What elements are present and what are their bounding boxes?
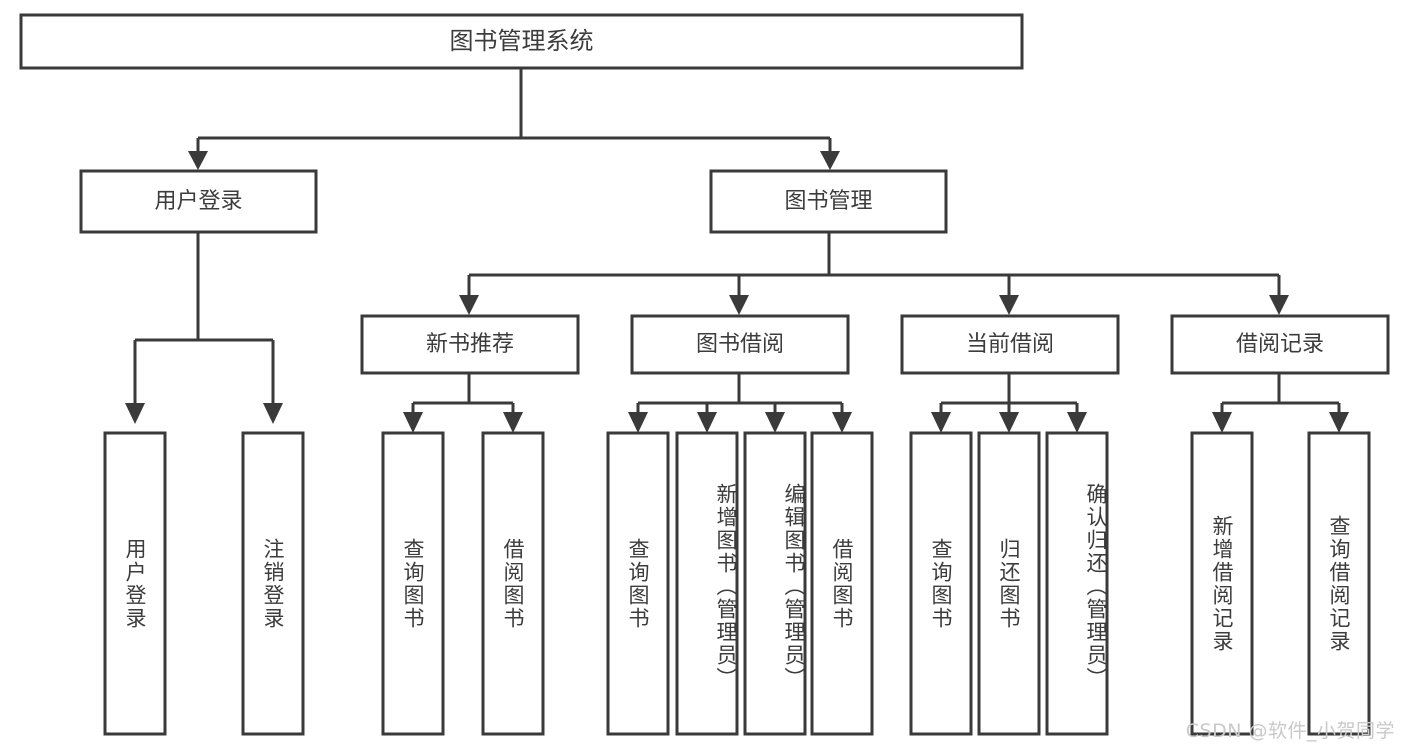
- node-box-book-management[interactable]: [709, 169, 948, 234]
- node-box-leaf-confirm-return[interactable]: [1045, 431, 1109, 736]
- node-box-leaf-query-record[interactable]: [1307, 431, 1371, 736]
- arrow-head-borrow-leaf4: [832, 412, 852, 433]
- node-box-leaf-query-book-1[interactable]: [381, 431, 445, 736]
- arrow-head-leaf-logout: [263, 403, 283, 424]
- arrow-head-borrow-leaf1: [628, 412, 648, 433]
- node-box-user-login[interactable]: [79, 169, 318, 234]
- arrow-head-new-book-recommend: [459, 295, 479, 315]
- node-box-leaf-query-book-2[interactable]: [606, 431, 670, 736]
- node-box-borrow-record[interactable]: [1170, 314, 1390, 375]
- arrow-head-leaf-user-login: [125, 403, 145, 424]
- arrow-head-borrow-leaf2: [697, 412, 717, 433]
- arrow-head-borrow-leaf3: [765, 412, 785, 433]
- arrow-head-book-borrow: [729, 295, 749, 315]
- arrow-head-user-login: [188, 151, 208, 170]
- node-box-leaf-user-login[interactable]: [103, 431, 167, 736]
- node-box-current-borrow[interactable]: [900, 314, 1120, 375]
- node-box-leaf-return-book[interactable]: [977, 431, 1041, 736]
- arrow-head-recommend-leaf1: [403, 412, 423, 433]
- arrow-head-borrow-record: [1269, 295, 1289, 315]
- node-box-book-borrow[interactable]: [630, 314, 850, 375]
- node-box-leaf-edit-book[interactable]: [743, 431, 807, 736]
- node-box-leaf-query-book-3[interactable]: [909, 431, 973, 736]
- arrow-head-record-leaf2: [1329, 412, 1349, 433]
- arrow-head-current-leaf2: [999, 412, 1019, 433]
- arrow-head-current-leaf1: [931, 412, 951, 433]
- node-box-new-book-recommend[interactable]: [360, 314, 580, 375]
- arrow-head-current-borrow: [999, 295, 1019, 315]
- node-box-root[interactable]: [19, 13, 1024, 70]
- node-box-leaf-borrow-book-1[interactable]: [481, 431, 545, 736]
- node-box-leaf-logout[interactable]: [241, 431, 305, 736]
- arrow-head-current-leaf3: [1067, 412, 1087, 433]
- arrow-head-book-mgmt: [820, 151, 840, 170]
- arrow-head-recommend-leaf2: [503, 412, 523, 433]
- node-box-leaf-add-book[interactable]: [675, 431, 739, 736]
- node-box-leaf-add-record[interactable]: [1190, 431, 1254, 736]
- node-box-leaf-borrow-book-2[interactable]: [810, 431, 874, 736]
- arrow-head-record-leaf1: [1212, 412, 1232, 433]
